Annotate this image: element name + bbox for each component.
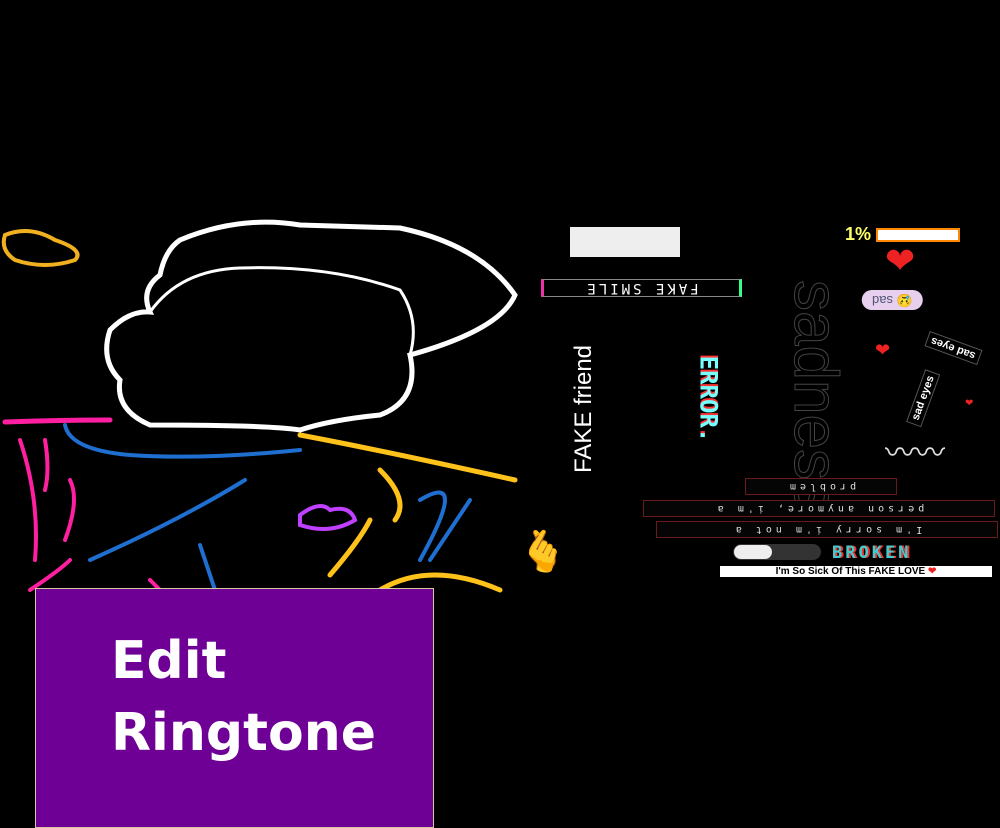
quote-line-2: person anymore, i'm a [643, 500, 995, 517]
fake-love-text: I'm So Sick Of This FAKE LOVE [775, 566, 926, 577]
toggle-switch-icon [733, 544, 821, 560]
fake-love-sticker: I'm So Sick Of This FAKE LOVE ❤ [720, 566, 992, 577]
sad-bubble-text: sad [872, 293, 893, 308]
quote-line-3: problem [745, 478, 897, 495]
edit-ringtone-button[interactable]: Edit Ringtone [35, 588, 434, 828]
fake-friend-sticker: FAKE friend [570, 344, 598, 474]
fake-smile-image [570, 227, 680, 257]
quote-line-1: I'm sorry i'm not a [656, 521, 998, 538]
error-sticker: ERROR. [694, 355, 723, 443]
broken-sticker: BROKEN [832, 543, 912, 563]
finger-heart-icon: 🫰 [518, 530, 568, 574]
sad-bubble-sticker: 😢 sad [862, 290, 923, 310]
broken-heart-icon: ❤ [885, 240, 916, 281]
edit-ringtone-label-line2: Ringtone [111, 703, 376, 763]
battery-percent: 1% [845, 224, 872, 244]
fake-smile-sticker: FAKE SMILE [541, 279, 742, 297]
edit-ringtone-label-line1: Edit [111, 631, 227, 691]
wings-icon: 〰〰 [885, 437, 945, 470]
sadness-sticker: sadness [780, 280, 850, 512]
battery-sticker: 1% [845, 224, 961, 245]
battery-icon [876, 228, 961, 243]
small-heart-icon: ❤ [965, 398, 974, 409]
heart-icon: ❤ [875, 340, 891, 360]
